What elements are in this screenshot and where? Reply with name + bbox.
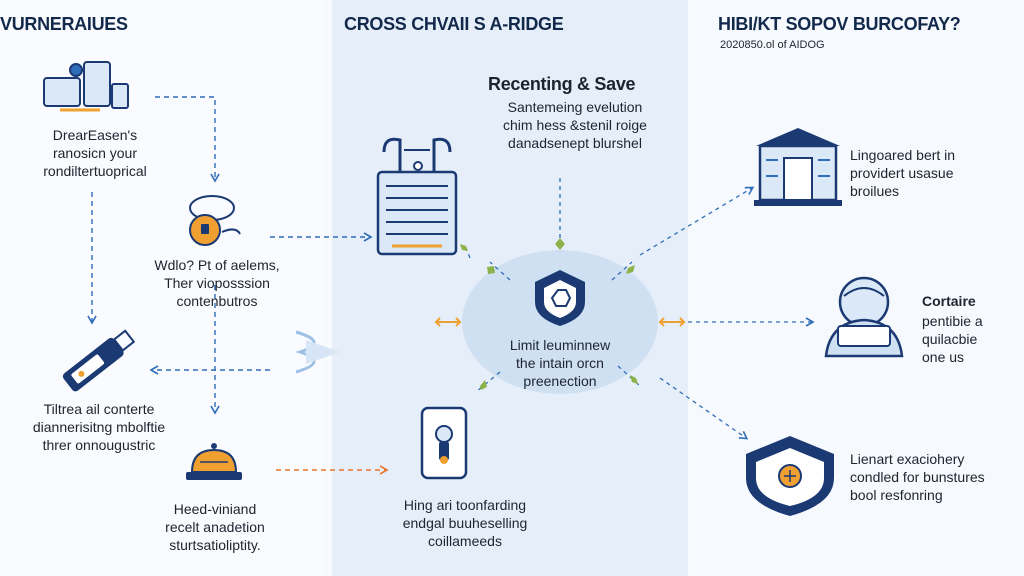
operator-icon: [824, 276, 904, 358]
alarm-bell-icon: [186, 443, 242, 480]
middle-subtitle: Recenting & Save: [488, 74, 636, 94]
bottom-node-label: Hing ari toonfarding endgal buuheselling…: [402, 497, 528, 549]
hub-label: Limit leuminnew the intain orcn preenect…: [509, 337, 611, 389]
right-panel-title: HIBI/KT SOPOV BURCOFAY?: [718, 14, 961, 34]
left-node-1-label: DrearEasen's ranosicn your rondiltertuop…: [43, 127, 147, 179]
right-panel-subtitle: 2020850.ol of AIDOG: [720, 39, 825, 51]
orange-double-arrows: [434, 317, 686, 327]
usb-device-icon: [62, 329, 136, 392]
server-rack-icon: [376, 137, 458, 256]
left-node-2-label: Wdlo? Pt of aelems, Ther vioposssion con…: [154, 257, 280, 309]
left-node-4-label: Heed-viniand recelt anadetion sturtsatio…: [165, 501, 265, 553]
lock-gear-icon: [189, 195, 241, 246]
leaf-markers: [460, 238, 638, 390]
right-node-2-title: Cortaire: [922, 293, 976, 309]
middle-panel-title: CROSS CHVAII S A-RIDGE: [344, 14, 564, 34]
left-node-3-label: Tiltrea ail conterte diannerisitng mbolf…: [32, 401, 166, 453]
middle-description: Santemeing evelution chim hess &stenil r…: [503, 99, 647, 151]
right-node-1-label: Lingoared bert in providert usasue broil…: [850, 147, 956, 199]
right-node-2-label: pentibie a quilacbie one us: [922, 313, 983, 365]
left-connectors: [87, 96, 373, 415]
shield-icon: [535, 270, 585, 326]
left-panel-title: VURNERAIUES: [0, 14, 128, 34]
right-node-3-label: Lienart exaciohery condled for bunstures…: [850, 451, 985, 503]
beacon-icon: [295, 330, 340, 374]
bank-icon: [754, 128, 842, 206]
badge-shield-icon: [746, 436, 834, 516]
machinery-icon: [43, 61, 129, 112]
usb-key-icon: [420, 406, 468, 480]
